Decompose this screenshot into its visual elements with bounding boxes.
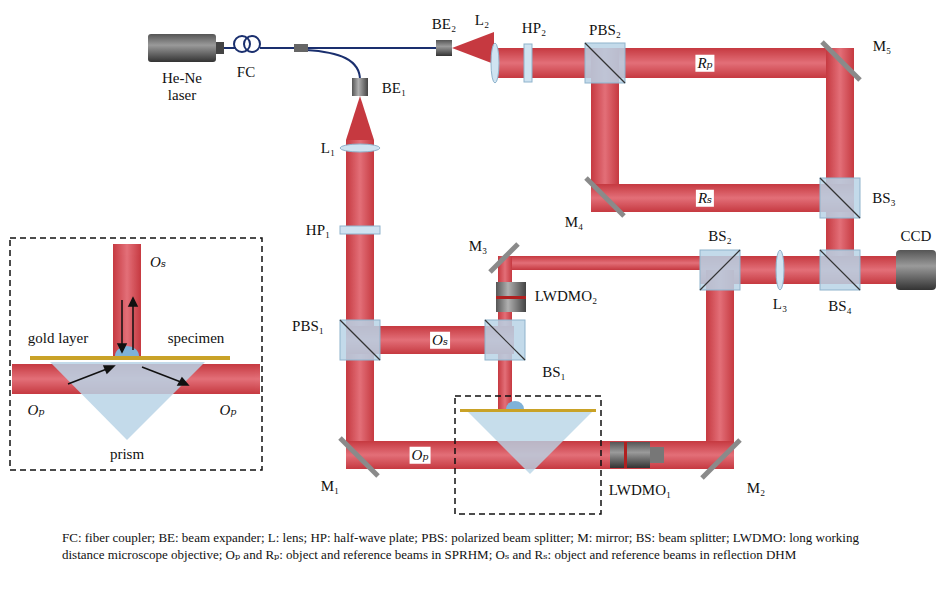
part-label: PBS₂ — [589, 22, 621, 39]
part-label: Oₛ — [430, 332, 450, 349]
part-label: LWDMO₂ — [535, 288, 597, 305]
part-label: FC — [237, 64, 255, 81]
part-label: M₃ — [469, 238, 488, 255]
part-label: M₂ — [747, 480, 766, 497]
part-label: L₂ — [475, 12, 489, 29]
part-label: CCD — [901, 228, 932, 245]
part-label: LWDMO₁ — [609, 482, 671, 499]
part-label: M₄ — [565, 214, 584, 231]
part-label: BS₃ — [872, 190, 896, 207]
part-label: prism — [110, 446, 144, 463]
part-label: BE₁ — [382, 80, 406, 97]
part-label: gold layer — [28, 330, 88, 347]
part-label: BS₁ — [542, 364, 566, 381]
part-label: Rₛ — [696, 190, 714, 207]
part-label: HP₂ — [522, 20, 546, 37]
part-label: Oₚ — [410, 447, 431, 464]
part-label: BS₄ — [828, 298, 852, 315]
part-label: Oₚ — [220, 402, 237, 419]
part-label: Oₛ — [150, 254, 166, 271]
part-label: HP₁ — [306, 222, 330, 239]
part-label: PBS₁ — [292, 318, 324, 335]
figure-caption: FC: fiber coupler; BE: beam expander; L:… — [62, 530, 892, 564]
part-label: specimen — [168, 330, 225, 347]
part-label: He-Ne laser — [152, 70, 212, 103]
part-label: M₁ — [321, 478, 340, 495]
part-label: L₃ — [773, 296, 787, 313]
part-label: Rₚ — [695, 55, 714, 72]
part-label: BS₂ — [708, 228, 732, 245]
part-label: Oₚ — [28, 402, 45, 419]
part-label: BE₂ — [432, 16, 456, 33]
part-label: M₅ — [873, 38, 892, 55]
part-label: L₁ — [321, 140, 335, 157]
